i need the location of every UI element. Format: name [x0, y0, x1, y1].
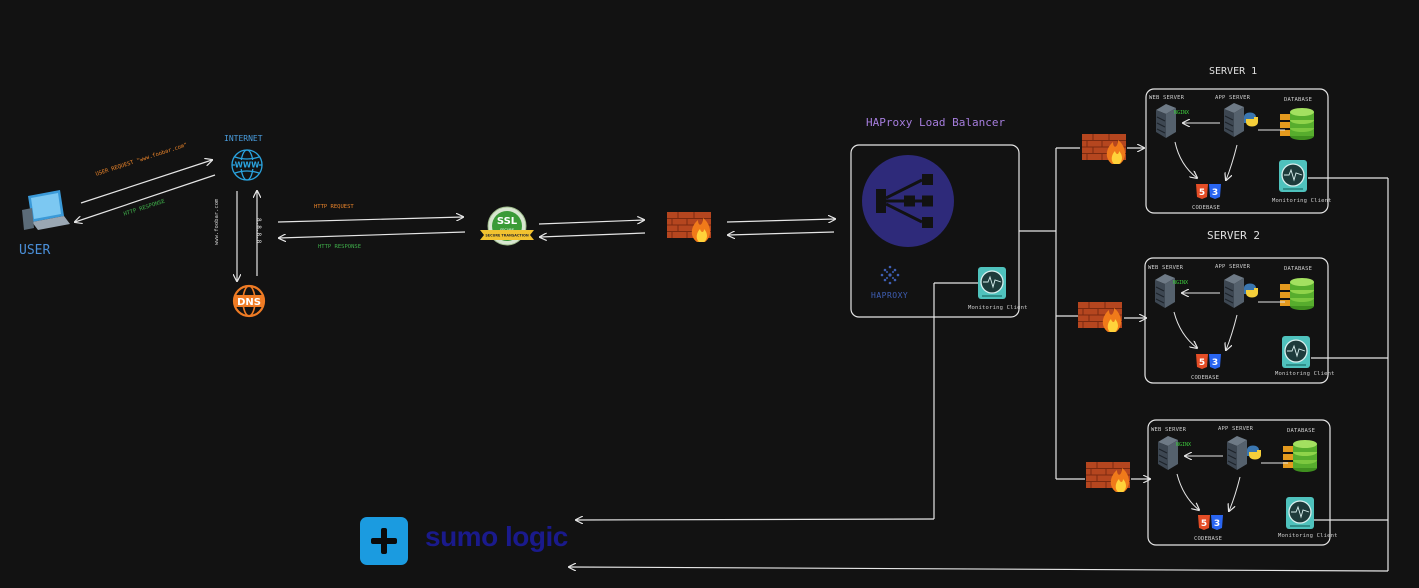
database-icon	[1283, 440, 1317, 472]
server3-box	[1147, 419, 1331, 546]
server2-title: SERVER 2	[1207, 229, 1260, 242]
globe-icon: WWW	[231, 149, 263, 181]
app-server-icon	[1223, 102, 1245, 138]
haproxy-small-logo-icon	[880, 265, 900, 285]
monitoring-client-lb-icon	[977, 266, 1007, 300]
server3-monitor-label: Monitoring Client	[1278, 533, 1338, 539]
user-label: USER	[19, 243, 51, 258]
load-balancer-box	[850, 144, 1020, 318]
ip-label: 8.8.8.8	[255, 218, 262, 244]
firewall-server2-icon	[1077, 301, 1123, 333]
server2-internal	[1154, 273, 1314, 369]
server2-monitor-label: Monitoring Client	[1275, 371, 1335, 377]
codebase-icon	[1196, 184, 1221, 199]
server2-web-label: WEB SERVER	[1148, 265, 1184, 271]
internet-dns-arrows	[237, 191, 257, 281]
server1-app-label: APP SERVER	[1215, 95, 1251, 101]
web-server-icon	[1155, 103, 1177, 139]
firewall-server1-icon	[1081, 133, 1127, 165]
web-server-icon	[1157, 435, 1179, 471]
http-request-label: HTTP REQUEST	[314, 204, 354, 210]
app-server-icon	[1226, 435, 1248, 471]
server2-db-label: DATABASE	[1284, 266, 1313, 272]
server1-codebase-label: CODEBASE	[1192, 205, 1221, 211]
server1-monitor-label: Monitoring Client	[1272, 198, 1332, 204]
firewall-icon	[666, 211, 712, 243]
codebase-icon	[1198, 515, 1223, 530]
server1-title: SERVER 1	[1209, 66, 1258, 77]
server1-internal	[1155, 102, 1314, 199]
server1-web-label: WEB SERVER	[1149, 95, 1185, 101]
ssl-badge-icon: SSL SECURE SECURE TRANSACTION	[480, 206, 534, 246]
dns-icon: DNS	[232, 284, 266, 318]
server2-codebase-label: CODEBASE	[1191, 375, 1220, 381]
sumo-logic-logo-icon	[360, 517, 408, 565]
ssl-ribbon-text: SECURE TRANSACTION	[485, 234, 529, 238]
python-icon	[1244, 283, 1258, 298]
server2-box	[1144, 257, 1329, 384]
server3-codebase-label: CODEBASE	[1194, 536, 1223, 542]
server1-db-label: DATABASE	[1284, 97, 1313, 103]
firewall-server3-icon	[1085, 461, 1131, 493]
load-balancer-title: HAProxy Load Balancer	[866, 116, 1006, 129]
ssl-firewall-arrows	[539, 220, 645, 237]
internet-label: INTERNET	[224, 134, 263, 143]
server3-app-label: APP SERVER	[1218, 426, 1254, 432]
monitoring-client-icon	[1285, 496, 1315, 530]
http-request-arrows	[278, 217, 466, 238]
monitoring-client-icon	[1281, 335, 1311, 369]
firewall-lb-arrows	[727, 219, 835, 235]
database-icon	[1280, 108, 1314, 140]
server3-nginx-label: NGINX	[1176, 442, 1192, 448]
server2-nginx-label: NGINX	[1173, 280, 1189, 286]
haproxy-logo-icon	[862, 155, 954, 247]
monitoring-lines	[569, 177, 1389, 572]
app-server-icon	[1223, 273, 1245, 309]
server2-app-label: APP SERVER	[1215, 264, 1251, 270]
user-computer-icon	[22, 190, 70, 230]
server3-internal	[1157, 435, 1317, 530]
ssl-big-text: SSL	[497, 216, 518, 227]
python-icon	[1247, 445, 1261, 460]
server3-web-label: WEB SERVER	[1151, 427, 1187, 433]
lb-distribution-lines	[1019, 148, 1150, 479]
dns-label: DNS	[237, 297, 261, 308]
server1-nginx-label: NGINX	[1174, 110, 1190, 116]
lb-monitor-label: Monitoring Client	[968, 305, 1028, 311]
server3-db-label: DATABASE	[1287, 428, 1316, 434]
database-icon	[1280, 278, 1314, 310]
svg-text:WWW: WWW	[235, 161, 261, 170]
haproxy-brand: HAPROXY	[871, 291, 909, 300]
python-icon	[1244, 112, 1258, 127]
server1-box	[1145, 88, 1329, 214]
sumo-logic-label: sumo logic	[425, 521, 568, 552]
web-server-icon	[1154, 273, 1176, 309]
monitoring-client-icon	[1278, 159, 1308, 193]
http-response-label: HTTP RESPONSE	[318, 244, 362, 250]
domain-label: www.foobar.com	[214, 198, 220, 245]
codebase-icon	[1196, 354, 1221, 369]
user-to-internet-arrows	[75, 160, 216, 222]
